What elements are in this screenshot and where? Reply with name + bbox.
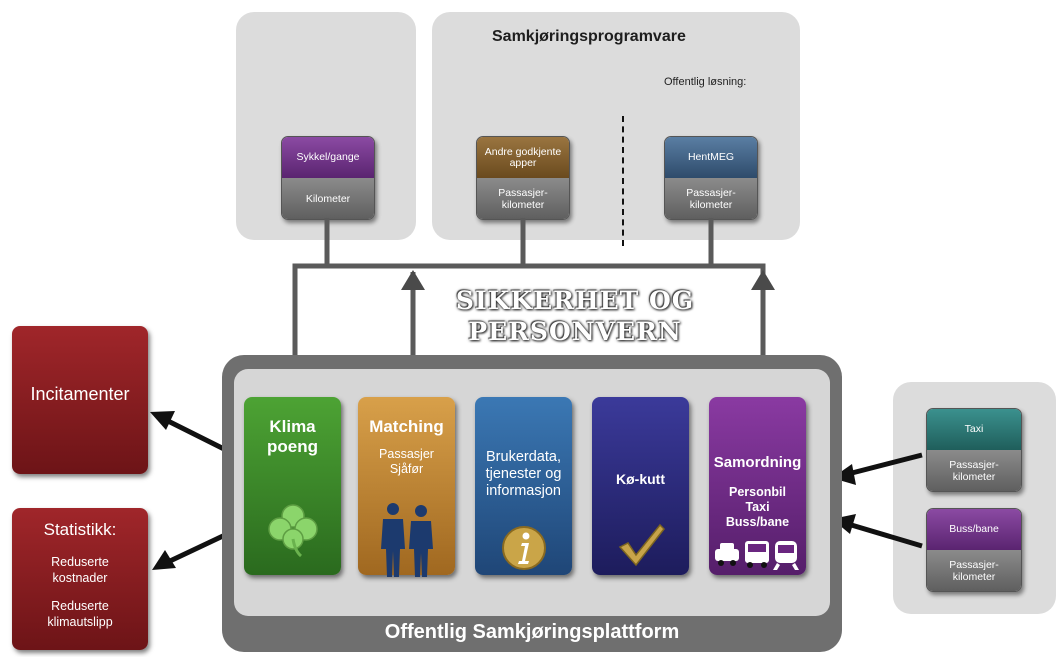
arrowhead-left (152, 550, 176, 570)
app-card-top: Andre godkjente apper (477, 137, 569, 178)
app-card-top: HentMEG (665, 137, 757, 178)
info-icon (502, 526, 546, 570)
right-card-taxi: Taxi Passasjer- kilometer (926, 408, 1022, 492)
panel-title: Samkjøringsprogramvare (492, 28, 686, 45)
statistics-item: Reduserte kostnader (51, 555, 109, 585)
people-icon (381, 503, 433, 577)
module-subtitle: Kø-kutt (616, 471, 665, 487)
module-brukerdata: Brukerdata, tjenester og informasjon (475, 397, 572, 575)
app-card-top: Taxi (927, 409, 1021, 450)
security-label: SIKKERHET OG PERSONVERN (455, 286, 695, 346)
platform-label: Offentlig Samkjøringsplattform (384, 621, 680, 643)
right-card-buss: Buss/bane Passasjer- kilometer (926, 508, 1022, 592)
arrowhead-up (751, 270, 775, 290)
statistics-box: Statistikk: Reduserte kostnader Redusert… (12, 508, 148, 650)
app-card-hentmeg: HentMEG Passasjer- kilometer (664, 136, 758, 220)
statistics-item: Reduserte klimautslipp (47, 599, 113, 629)
app-card-bottom: Passasjer- kilometer (665, 178, 757, 219)
module-subtitle: Passasjer Sjåfør (379, 447, 434, 476)
transport-icons (715, 541, 799, 570)
app-card-bottom: Passasjer- kilometer (927, 450, 1021, 491)
statistics-title: Statistikk: (43, 520, 117, 539)
incentives-label: Incitamenter (30, 384, 130, 404)
app-card-bottom: Kilometer (282, 178, 374, 219)
module-matching: Matching Passasjer Sjåfør (358, 397, 455, 577)
module-subtitle: Brukerdata, tjenester og informasjon (485, 449, 562, 499)
module-title: Samordning (713, 454, 802, 471)
app-card-bottom: Passasjer- kilometer (927, 550, 1021, 591)
arrowhead-left (150, 411, 175, 430)
platform: Klima poeng Matching Passasjer Sjåfør Br… (222, 355, 842, 652)
module-title: Matching (369, 417, 444, 436)
arrow-from-taxi (847, 452, 923, 477)
module-samordning: Samordning Personbil Taxi Buss/bane (709, 397, 806, 575)
app-card-bottom: Passasjer- kilometer (477, 178, 569, 219)
panel-subtitle: Offentlig løsning: (664, 76, 747, 88)
arrowhead-up (401, 270, 425, 290)
bus-line (292, 263, 766, 378)
clover-icon (268, 504, 318, 558)
app-card-top: Buss/bane (927, 509, 1021, 550)
module-klimapoeng: Klima poeng (244, 397, 341, 575)
divider-line (622, 116, 624, 246)
module-title: Klima poeng (267, 417, 318, 456)
module-kokutt: Kø-kutt (592, 397, 689, 575)
app-card-top: Sykkel/gange (282, 137, 374, 178)
checkmark-icon (618, 523, 665, 567)
incentives-box: Incitamenter (12, 326, 148, 474)
arrow-from-buss (847, 521, 923, 549)
module-subtitle: Personbil Taxi Buss/bane (725, 485, 790, 529)
